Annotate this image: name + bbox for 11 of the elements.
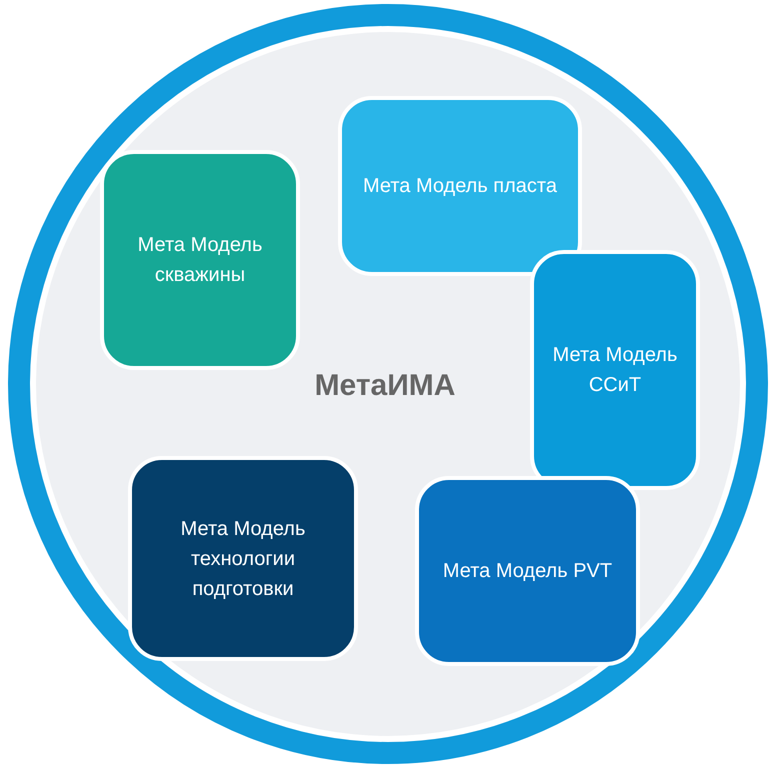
- segment-label: Мета Модель ССиТ: [552, 343, 678, 398]
- segment-panel: [100, 150, 300, 370]
- segment-panel: [530, 250, 700, 490]
- segment-label: Мета Модель PVT: [442, 559, 612, 584]
- segment-panel: [128, 456, 358, 661]
- title-text: МетаИМА: [314, 369, 456, 403]
- segment-panel: [338, 96, 582, 276]
- segment-label: Мета Модель технологии подготовки: [180, 516, 306, 602]
- segment-label: Мета Модель скважины: [136, 233, 264, 288]
- segment-label: Мета Модель пласта: [363, 174, 557, 199]
- segment-panel: [415, 476, 640, 666]
